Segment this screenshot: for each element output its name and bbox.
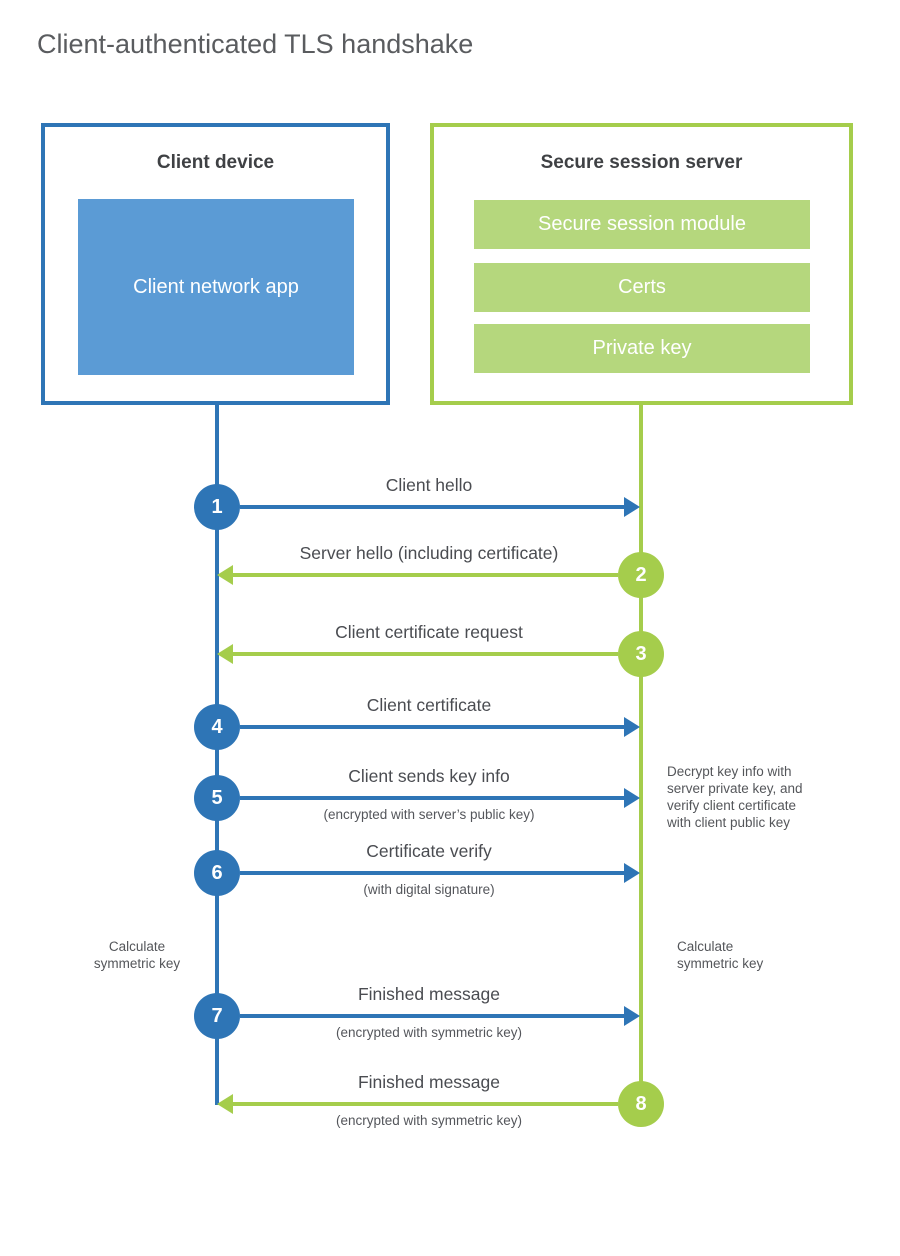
server-module-secure-session-module: Secure session module [474, 200, 810, 249]
message-arrow-line [240, 871, 626, 875]
message-sublabel: (encrypted with symmetric key) [335, 1113, 523, 1128]
step-number-badge: 5 [194, 775, 240, 821]
message-sublabel: (encrypted with symmetric key) [335, 1025, 523, 1040]
calculate-symmetric-key-note-server: Calculate symmetric key [677, 938, 787, 973]
server-lifeline [639, 403, 643, 1115]
client-device-box: Client device Client network app [41, 123, 390, 405]
arrow-left-icon [217, 1094, 233, 1114]
page-title: Client-authenticated TLS handshake [37, 29, 474, 59]
server-module-certs: Certs [474, 263, 810, 312]
message-label: Client hello [385, 475, 473, 495]
note-line: verify client certificate [667, 798, 797, 814]
client-lifeline [215, 403, 219, 1105]
message-arrow-line [233, 1102, 618, 1106]
message-label: Finished message [357, 1072, 501, 1092]
message-arrow-line [240, 505, 626, 509]
message-arrow-line [240, 796, 626, 800]
message-label: Server hello (including certificate) [299, 543, 559, 563]
note-line: symmetric key [677, 956, 764, 972]
server-module-private-key: Private key [474, 324, 810, 373]
message-label: Client certificate [366, 695, 492, 715]
step-number-badge: 1 [194, 484, 240, 530]
message-label: Finished message [357, 984, 501, 1004]
secure-session-server-title: Secure session server [540, 152, 743, 173]
message-label: Client certificate request [335, 622, 523, 642]
step-number-badge: 8 [618, 1081, 664, 1127]
step-number-badge: 7 [194, 993, 240, 1039]
calculate-symmetric-key-note-client: Calculate symmetric key [87, 938, 187, 973]
arrow-left-icon [217, 565, 233, 585]
note-line: symmetric key [93, 956, 181, 972]
message-arrow-line [233, 652, 618, 656]
step-number-badge: 2 [618, 552, 664, 598]
arrow-right-icon [624, 863, 640, 883]
step-number-badge: 6 [194, 850, 240, 896]
arrow-right-icon [624, 497, 640, 517]
message-arrow-line [240, 1014, 626, 1018]
client-network-app-box: Client network app [78, 199, 354, 375]
decrypt-key-info-note: Decrypt key info with server private key… [667, 763, 842, 832]
message-sublabel: (encrypted with server’s public key) [323, 807, 535, 822]
note-line: with client public key [667, 815, 791, 831]
step-number-badge: 3 [618, 631, 664, 677]
message-label: Client sends key info [348, 766, 510, 786]
arrow-right-icon [624, 717, 640, 737]
secure-session-server-box: Secure session server Secure session mod… [430, 123, 853, 405]
note-line: Decrypt key info with [667, 764, 792, 779]
note-line: Calculate [677, 939, 734, 954]
client-device-title: Client device [156, 152, 275, 173]
arrow-right-icon [624, 788, 640, 808]
message-arrow-line [240, 725, 626, 729]
client-network-app-label: Client network app [133, 275, 299, 298]
message-arrow-line [233, 573, 618, 577]
step-number-badge: 4 [194, 704, 240, 750]
message-label: Certificate verify [366, 841, 492, 861]
arrow-right-icon [624, 1006, 640, 1026]
message-sublabel: (with digital signature) [363, 882, 495, 897]
note-line: server private key, and [667, 781, 803, 797]
arrow-left-icon [217, 644, 233, 664]
note-line: Calculate [108, 939, 166, 954]
